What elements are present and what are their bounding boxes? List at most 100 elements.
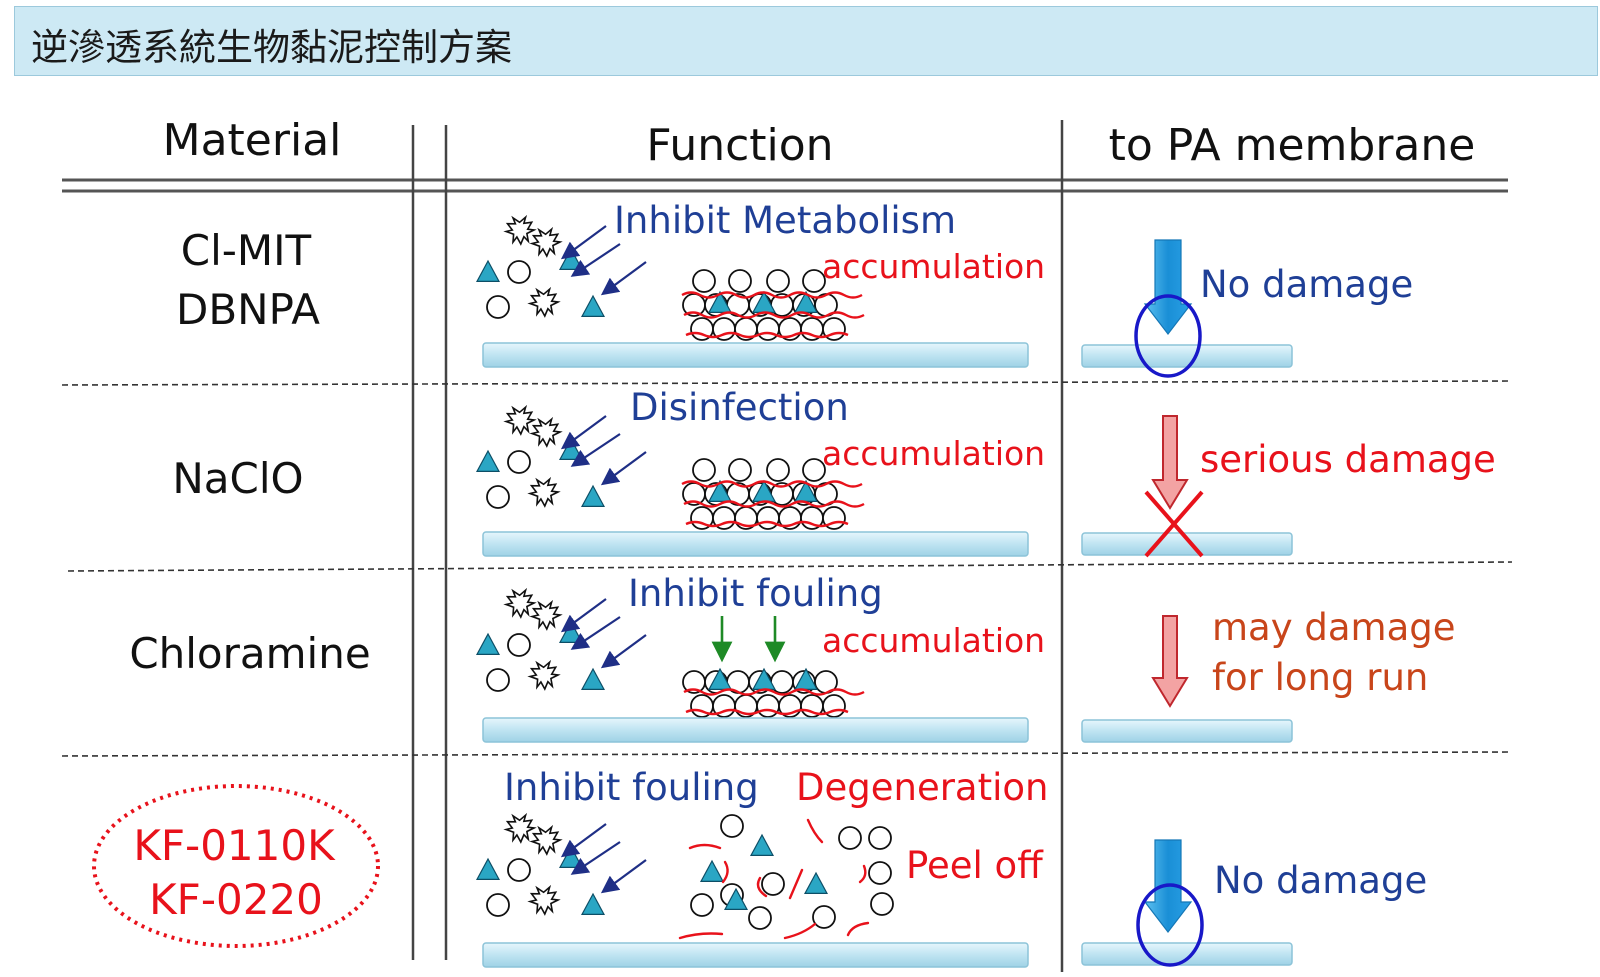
microbe-burst-icon bbox=[527, 476, 561, 508]
biofilm-fragment bbox=[756, 876, 768, 898]
biofilm-fragment bbox=[788, 868, 804, 900]
microbe-triangle bbox=[707, 290, 733, 313]
microbe-circle bbox=[756, 506, 780, 530]
microbe-circle bbox=[766, 269, 790, 293]
microbe-circle bbox=[507, 633, 531, 657]
damage-cross-icon bbox=[1144, 490, 1204, 558]
microbe-circle bbox=[756, 694, 780, 718]
microbe-circle bbox=[870, 892, 894, 916]
microbe-burst-icon bbox=[529, 226, 563, 258]
attack-arrow-icon bbox=[570, 841, 621, 875]
biofilm-squiggle bbox=[685, 520, 849, 528]
membrane-row1 bbox=[482, 342, 1029, 368]
microbe-burst-icon bbox=[503, 587, 537, 619]
microbe-circle bbox=[802, 269, 826, 293]
material-row2: NaClO bbox=[172, 454, 303, 503]
biofilm-squiggle bbox=[681, 480, 863, 488]
microbe-burst-icon bbox=[529, 416, 563, 448]
microbe-triangle bbox=[580, 294, 606, 317]
no-damage-circle-icon bbox=[1134, 294, 1202, 378]
microbe-circle bbox=[507, 858, 531, 882]
header-material: Material bbox=[163, 115, 342, 166]
microbe-triangle bbox=[749, 833, 775, 856]
biofilm-fragment bbox=[721, 860, 729, 884]
effect-label-row1: No damage bbox=[1200, 263, 1413, 306]
microbe-circle bbox=[486, 485, 510, 509]
membrane-effect-row3 bbox=[1081, 719, 1293, 743]
microbe-circle bbox=[812, 905, 836, 929]
biofilm-fragment bbox=[783, 922, 817, 940]
effect-label-row3-line2: for long run bbox=[1212, 656, 1428, 699]
attack-arrow-icon bbox=[600, 451, 647, 486]
effect-label-row4: No damage bbox=[1214, 859, 1427, 902]
microbe-circle bbox=[486, 295, 510, 319]
microbe-circle bbox=[728, 269, 752, 293]
microbe-burst-icon bbox=[529, 599, 563, 631]
material-row4-line2: KF-0220 bbox=[149, 875, 323, 924]
attack-arrow-icon bbox=[560, 823, 607, 858]
microbe-circle bbox=[507, 450, 531, 474]
microbe-circle bbox=[728, 458, 752, 482]
biofilm-squiggle bbox=[685, 331, 849, 339]
membrane-effect-row4 bbox=[1081, 942, 1293, 966]
microbe-triangle bbox=[580, 667, 606, 690]
header-effect: to PA membrane bbox=[1109, 120, 1476, 171]
illustrations bbox=[475, 214, 1293, 968]
microbe-circle bbox=[761, 872, 785, 896]
biofilm-fragment bbox=[806, 818, 824, 844]
microbe-triangle bbox=[580, 892, 606, 915]
membrane-row3 bbox=[482, 717, 1029, 743]
attack-arrow-icon bbox=[560, 225, 607, 260]
attack-arrow-icon bbox=[560, 415, 607, 450]
biofilm-squiggle bbox=[683, 688, 865, 696]
attack-arrow-icon bbox=[560, 598, 607, 633]
attack-arrow-icon bbox=[570, 616, 621, 650]
column-dividers bbox=[411, 120, 1064, 972]
microbe-triangle bbox=[707, 479, 733, 502]
microbe-circle bbox=[802, 458, 826, 482]
function-label-row4: Inhibit fouling bbox=[504, 766, 759, 809]
microbe-triangle bbox=[707, 667, 733, 690]
microbe-triangle bbox=[803, 871, 829, 894]
microbe-triangle bbox=[580, 484, 606, 507]
microbe-triangle bbox=[475, 259, 501, 282]
blue-arrow-icon-row1 bbox=[1143, 239, 1193, 335]
microbe-triangle bbox=[475, 449, 501, 472]
microbe-burst-icon bbox=[503, 812, 537, 844]
microbe-circle bbox=[720, 814, 744, 838]
microbe-circle bbox=[507, 260, 531, 284]
biofilm-fragment bbox=[858, 864, 867, 884]
biofilm-fragment bbox=[678, 932, 724, 940]
microbe-burst-icon bbox=[503, 214, 537, 246]
microbe-circle bbox=[748, 906, 772, 930]
microbe-circle bbox=[692, 458, 716, 482]
material-row1-line1: Cl-MIT bbox=[181, 226, 312, 275]
result-label-row4-peel: Peel off bbox=[906, 844, 1044, 887]
microbe-burst-icon bbox=[527, 659, 561, 691]
no-damage-circle-icon bbox=[1136, 883, 1204, 967]
header-rule bbox=[62, 178, 1508, 193]
attack-arrow-icon bbox=[570, 433, 621, 467]
microbe-circle bbox=[838, 826, 862, 850]
membrane-row2 bbox=[482, 531, 1029, 557]
biofilm-squiggle bbox=[683, 500, 865, 508]
result-label-row4: Degeneration bbox=[796, 766, 1048, 809]
result-label-row2: accumulation bbox=[822, 434, 1045, 473]
microbe-circle bbox=[690, 893, 714, 917]
biofilm-squiggle bbox=[681, 291, 863, 299]
biofilm-fragment bbox=[846, 921, 870, 937]
highlight-ellipse bbox=[92, 784, 380, 948]
effect-label-row3-line1: may damage bbox=[1212, 606, 1456, 649]
microbe-circle bbox=[486, 668, 510, 692]
microbe-circle bbox=[868, 826, 892, 850]
microbe-burst-icon bbox=[527, 286, 561, 318]
function-label-row3: Inhibit fouling bbox=[628, 572, 883, 615]
membrane-row4 bbox=[482, 942, 1029, 968]
membrane-effect-row2 bbox=[1081, 532, 1293, 556]
effect-label-row2: serious damage bbox=[1200, 438, 1496, 481]
result-label-row3: accumulation bbox=[822, 621, 1045, 660]
material-row1-line2: DBNPA bbox=[176, 285, 320, 334]
microbe-circle bbox=[692, 269, 716, 293]
microbe-circle bbox=[766, 458, 790, 482]
